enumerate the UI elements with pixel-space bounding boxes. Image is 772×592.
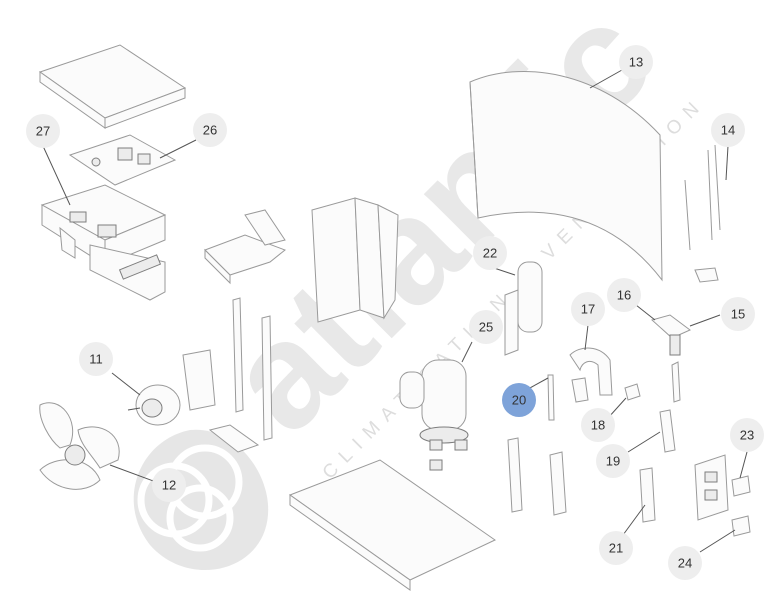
part-mounting-bracket [204, 209, 286, 285]
callout-label: 18 [591, 418, 605, 433]
callout-26[interactable]: 26 [193, 113, 227, 147]
callout-label: 25 [479, 320, 493, 335]
callout-label: 26 [203, 123, 217, 138]
callout-label: 13 [629, 55, 643, 70]
callout-label: 11 [89, 352, 103, 367]
callout-label: 22 [483, 246, 497, 261]
callout-label: 27 [36, 124, 50, 139]
callout-label: 23 [740, 428, 754, 443]
callout-label: 14 [721, 123, 735, 138]
part-17-valve-assembly [569, 347, 613, 403]
callout-label: 19 [606, 454, 620, 469]
callout-16[interactable]: 16 [607, 278, 641, 312]
callout-label: 16 [617, 288, 631, 303]
part-12-fan-blade [39, 402, 120, 490]
callout-label: 21 [609, 541, 623, 556]
part-support-posts [232, 297, 273, 441]
callout-20[interactable]: 20 [502, 383, 536, 417]
part-terminal-panel [694, 454, 729, 521]
callout-label: 15 [731, 307, 745, 322]
part-motor-bracket [182, 349, 260, 453]
part-27-electrical-box [40, 184, 167, 301]
callout-24[interactable]: 24 [668, 546, 702, 580]
part-13-condenser-coil [469, 69, 663, 282]
part-22-accumulator [504, 261, 543, 356]
callout-17[interactable]: 17 [571, 292, 605, 326]
part-top-cover [38, 44, 187, 129]
callouts: 11 12 13 14 15 16 17 18 19 20 21 [26, 45, 764, 580]
callout-19[interactable]: 19 [596, 444, 630, 478]
callout-12[interactable]: 12 [152, 468, 186, 502]
callout-27[interactable]: 27 [26, 114, 60, 148]
callout-label: 24 [678, 556, 692, 571]
part-25-compressor [399, 359, 469, 471]
leader-lines [42, 139, 748, 553]
part-14-pipe-assembly [684, 144, 721, 283]
part-21-rod [639, 467, 656, 523]
part-15-16-service-valve [650, 314, 691, 403]
callout-25[interactable]: 25 [469, 310, 503, 344]
callout-label: 20 [512, 393, 526, 408]
part-24-fitting [731, 515, 751, 537]
part-separator-plate [311, 197, 399, 323]
callout-21[interactable]: 21 [599, 531, 633, 565]
callout-label: 17 [581, 302, 595, 317]
part-19-pipe [659, 409, 676, 453]
part-11-fan-motor [127, 384, 181, 426]
callout-13[interactable]: 13 [619, 45, 653, 79]
callout-15[interactable]: 15 [721, 297, 755, 331]
callout-23[interactable]: 23 [730, 418, 764, 452]
part-23-fitting [731, 475, 751, 497]
watermark-logo-mark [133, 429, 269, 571]
part-26-control-board [68, 134, 177, 186]
part-capillary-pipes [507, 437, 567, 516]
part-20-rod [547, 374, 555, 421]
callout-18[interactable]: 18 [581, 408, 615, 442]
callout-label: 12 [162, 478, 176, 493]
callout-14[interactable]: 14 [711, 113, 745, 147]
part-base-plate [288, 459, 496, 591]
part-18-block [624, 383, 641, 401]
callout-11[interactable]: 11 [79, 342, 113, 376]
callout-22[interactable]: 22 [473, 236, 507, 270]
